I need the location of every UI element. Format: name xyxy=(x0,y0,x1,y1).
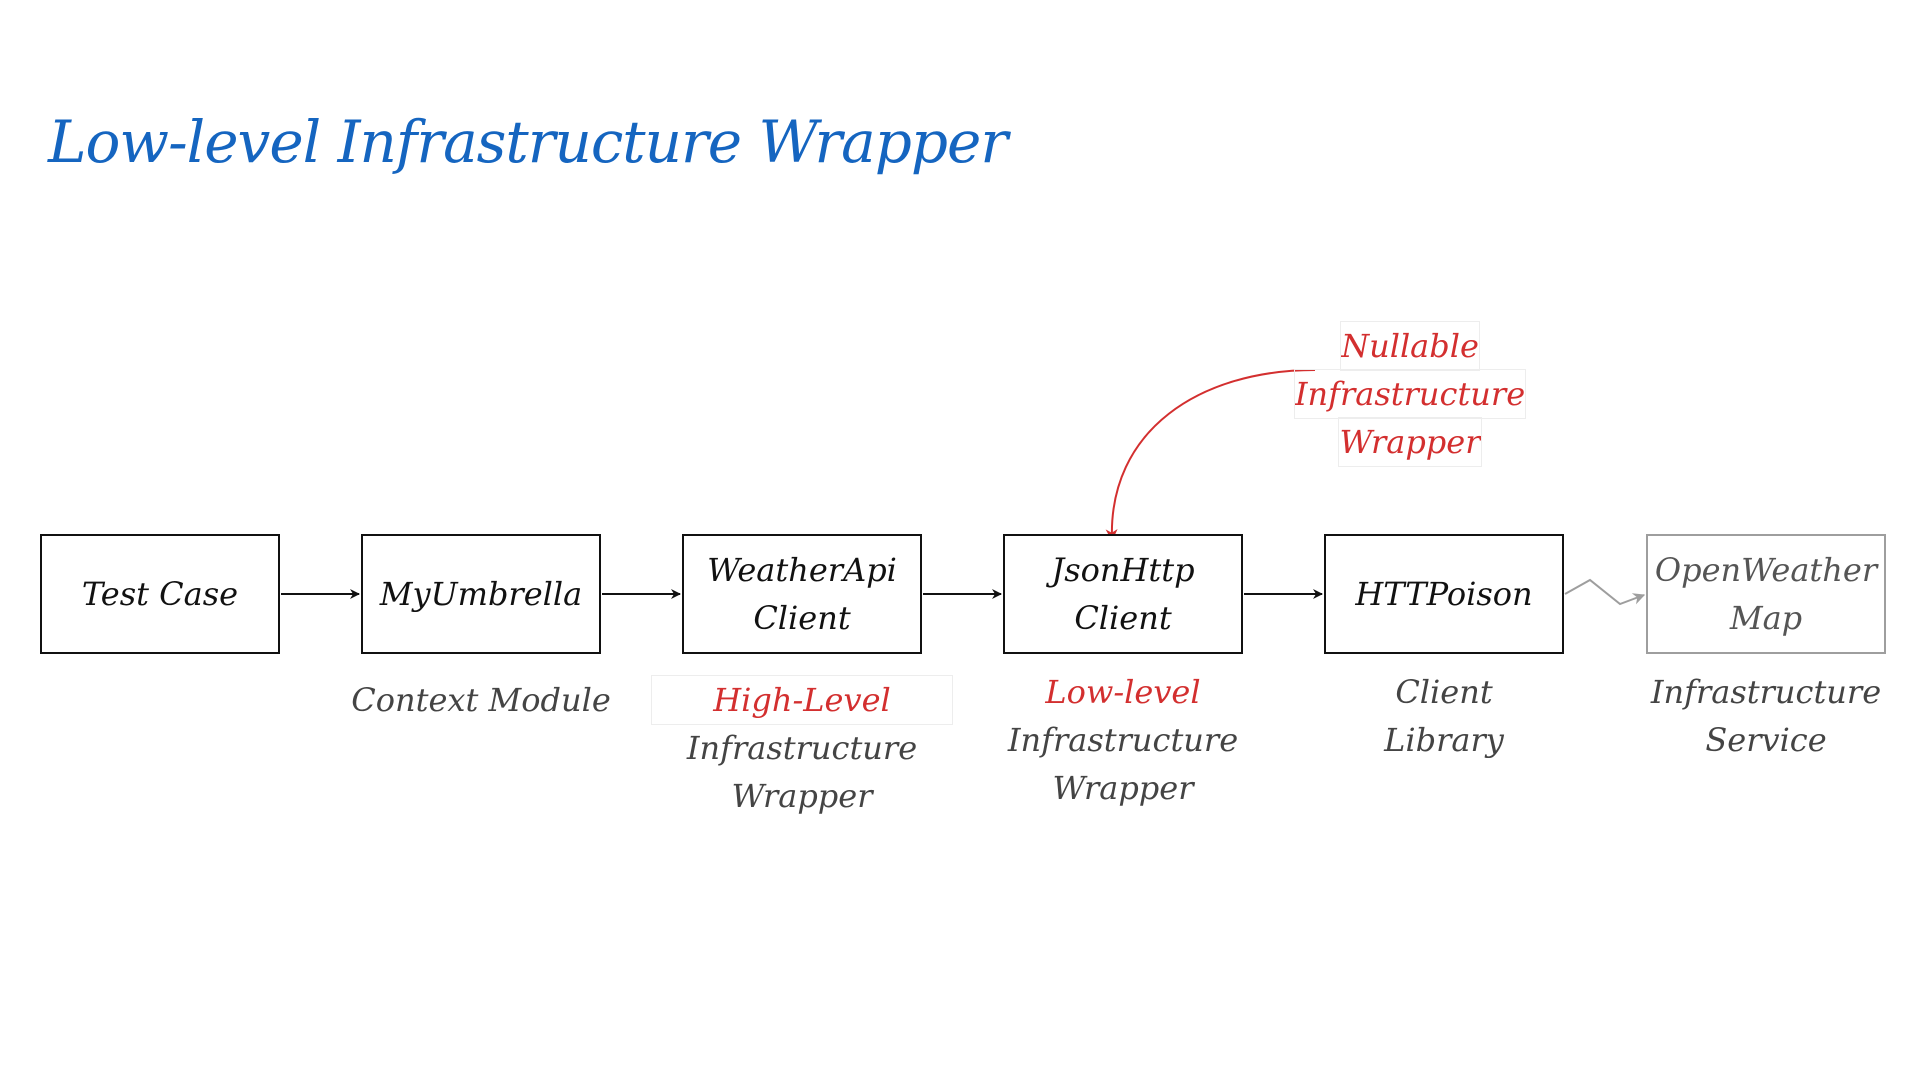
nullable-annotation: Nullable Infrastructure Wrapper xyxy=(1290,321,1530,467)
slide-title: Low-level Infrastructure Wrapper xyxy=(48,108,1008,176)
caption-line: Infrastructure xyxy=(686,729,918,767)
node-label: Test Case xyxy=(81,575,239,613)
annotation-line: Nullable xyxy=(1340,321,1480,371)
annotation-line: Infrastructure xyxy=(1293,369,1527,419)
node-label: JsonHttp xyxy=(1051,551,1195,589)
annotation-curve-arrow xyxy=(1105,369,1316,542)
caption-highlight: High-Level xyxy=(651,675,953,725)
caption-httpoison: Client Library xyxy=(1294,668,1594,764)
node-openweather-map: OpenWeather Map xyxy=(1646,534,1886,654)
caption-line: Infrastructure xyxy=(1650,673,1882,711)
node-test-case: Test Case xyxy=(40,534,280,654)
caption-my-umbrella: Context Module xyxy=(331,676,631,724)
caption-line: Context Module xyxy=(351,681,611,719)
caption-line: Service xyxy=(1705,721,1827,759)
node-label: Client xyxy=(1074,599,1172,637)
node-label: MyUmbrella xyxy=(379,575,583,613)
caption-line: Library xyxy=(1384,721,1504,759)
node-label: OpenWeather xyxy=(1654,551,1878,589)
node-my-umbrella: MyUmbrella xyxy=(361,534,601,654)
caption-line: Wrapper xyxy=(1052,769,1194,807)
arrow-httpoison-to-openweather-map xyxy=(1564,578,1646,606)
node-httpoison: HTTPoison xyxy=(1324,534,1564,654)
node-label: Map xyxy=(1729,599,1803,637)
caption-highlight: Low-level xyxy=(1045,673,1201,711)
caption-line: Client xyxy=(1395,673,1493,711)
annotation-line: Wrapper xyxy=(1338,417,1482,467)
node-label: Client xyxy=(753,599,851,637)
caption-line: Wrapper xyxy=(731,777,873,815)
caption-line: Infrastructure xyxy=(1007,721,1239,759)
node-label: WeatherApi xyxy=(707,551,897,589)
node-weather-api-client: WeatherApi Client xyxy=(682,534,922,654)
node-label: HTTPoison xyxy=(1355,575,1533,613)
caption-openweather-map: Infrastructure Service xyxy=(1616,668,1916,764)
caption-json-http-client: Low-level Infrastructure Wrapper xyxy=(973,668,1273,812)
node-json-http-client: JsonHttp Client xyxy=(1003,534,1243,654)
caption-weather-api-client: High-Level Infrastructure Wrapper xyxy=(651,675,953,820)
